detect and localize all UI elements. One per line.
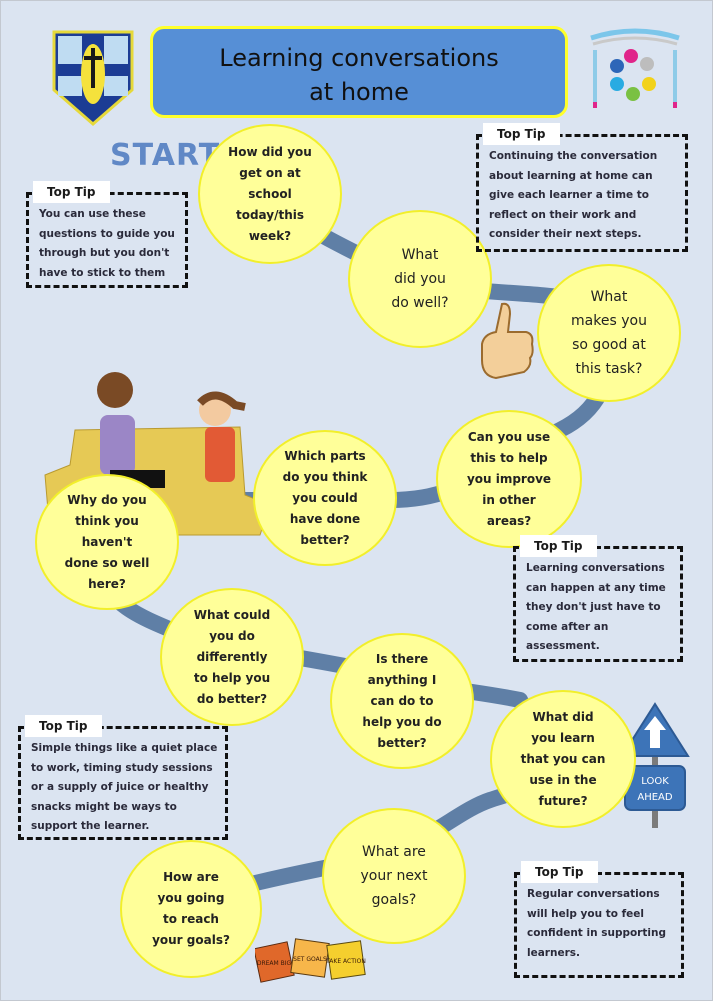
- question-bubble-10: What are your next goals?: [322, 808, 466, 944]
- question-text: What are your next goals?: [360, 844, 428, 908]
- question-bubble-3: What makes you so good at this task?: [537, 264, 681, 402]
- top-tip-text: Regular conversations will help you to f…: [527, 888, 666, 959]
- svg-text:DREAM BIG: DREAM BIG: [257, 960, 292, 967]
- look-ahead-sign: LOOK AHEAD: [620, 700, 690, 830]
- question-bubble-5: Which parts do you think you could have …: [253, 430, 397, 566]
- goal-sticky-notes: DREAM BIG SET GOALS TAKE ACTION: [253, 935, 370, 985]
- title-banner: Learning conversations at home: [150, 26, 568, 118]
- question-text: Is there anything I can do to help you d…: [362, 651, 442, 750]
- top-tip-text: Continuing the conversation about learni…: [489, 150, 658, 240]
- question-bubble-6: Why do you think you haven't done so wel…: [35, 474, 179, 610]
- question-bubble-2: What did you do well?: [348, 210, 492, 348]
- question-text: What did you do well?: [391, 247, 449, 311]
- thumbs-up-icon: [476, 300, 538, 382]
- svg-text:AHEAD: AHEAD: [637, 792, 673, 803]
- top-tip-text: Simple things like a quiet place to work…: [31, 742, 218, 832]
- start-label: START: [110, 138, 221, 173]
- question-bubble-4: Can you use this to help you improve in …: [436, 410, 582, 548]
- top-tip-5: Top Tip Regular conversations will help …: [514, 861, 684, 978]
- title-line-2: at home: [309, 78, 409, 106]
- people-talking-illustration: [40, 365, 290, 540]
- question-text: Can you use this to help you improve in …: [466, 429, 552, 528]
- top-tip-label: Top Tip: [33, 181, 110, 203]
- question-text: What did you learn that you can use in t…: [520, 709, 606, 808]
- top-tip-label: Top Tip: [25, 715, 102, 737]
- top-tip-text: You can use these questions to guide you…: [39, 208, 175, 279]
- school-crest-icon: [52, 30, 134, 126]
- learning-circle-logo-icon: [583, 28, 687, 114]
- svg-text:SET GOALS: SET GOALS: [293, 956, 327, 963]
- title-line-1: Learning conversations: [219, 44, 499, 72]
- question-bubble-8: Is there anything I can do to help you d…: [330, 633, 474, 769]
- top-tip-2: Top Tip Continuing the conversation abou…: [476, 123, 688, 252]
- question-bubble-7: What could you do differently to help yo…: [160, 588, 304, 726]
- question-text: What makes you so good at this task?: [571, 289, 647, 377]
- question-text: How are you going to reach your goals?: [152, 870, 230, 947]
- question-bubble-11: How are you going to reach your goals?: [120, 840, 262, 978]
- top-tip-label: Top Tip: [520, 535, 597, 557]
- top-tip-4: Top Tip Simple things like a quiet place…: [18, 715, 228, 840]
- top-tip-1: Top Tip You can use these questions to g…: [26, 181, 188, 288]
- svg-text:TAKE ACTION: TAKE ACTION: [325, 958, 366, 965]
- question-text: How did you get on at school today/this …: [228, 144, 312, 243]
- top-tip-label: Top Tip: [483, 123, 560, 145]
- question-text: Why do you think you haven't done so wel…: [64, 492, 150, 591]
- question-bubble-1: How did you get on at school today/this …: [198, 124, 342, 264]
- top-tip-label: Top Tip: [521, 861, 598, 883]
- question-bubble-9: What did you learn that you can use in t…: [490, 690, 636, 828]
- top-tip-text: Learning conversations can happen at any…: [526, 562, 666, 652]
- top-tip-3: Top Tip Learning conversations can happe…: [513, 535, 683, 662]
- question-text: Which parts do you think you could have …: [282, 448, 368, 547]
- svg-text:LOOK: LOOK: [641, 776, 669, 787]
- question-text: What could you do differently to help yo…: [193, 607, 271, 706]
